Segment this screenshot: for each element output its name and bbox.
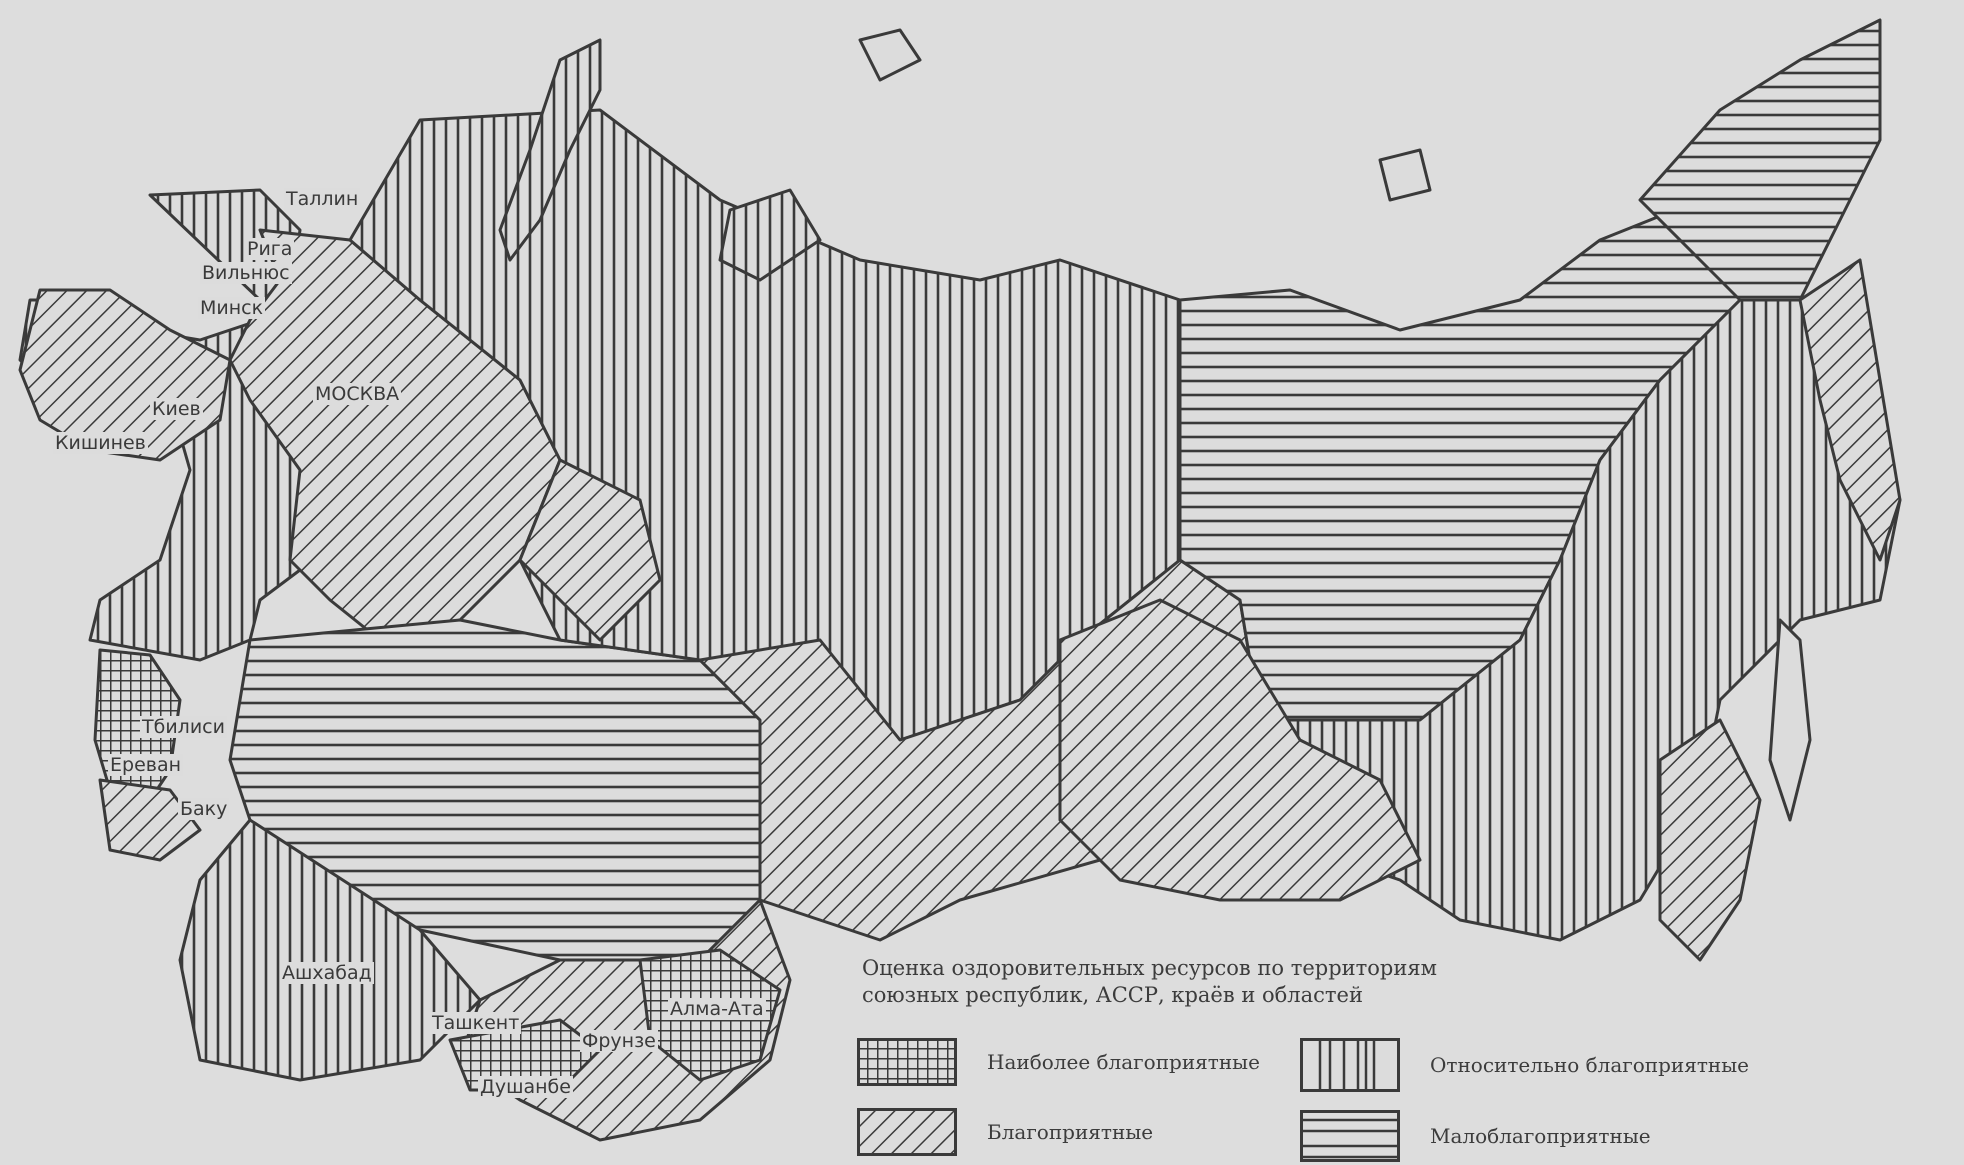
legend-label: Наиболее благоприятные [987,1050,1260,1074]
city-label-dushanbe: Душанбе [478,1076,573,1098]
city-label-almaata: Алма-Ата [668,998,766,1020]
city-label-kiev: Киев [150,398,203,420]
city-label-tashkent: Ташкент [430,1012,522,1034]
city-label-moscow: МОСКВА [313,383,402,405]
region-transcaucasus-diag [98,778,202,862]
city-label-kishinev: Кишинев [53,432,148,454]
region-franz-josef [858,28,922,82]
legend-label: Относительно благоприятные [1430,1053,1750,1077]
legend-item-favorable: Благоприятные [857,1108,1153,1156]
diagonal-hatch-swatch-icon [857,1108,957,1156]
region-primorye-diag [1658,718,1762,962]
legend-item-less-favorable: Малоблагоприятные [1300,1110,1651,1162]
region-baikal-diag [1058,598,1422,902]
region-arctic-islands [1378,148,1432,202]
legend-label: Благоприятные [987,1120,1154,1144]
region-chukotka-horizontal [1638,18,1882,302]
city-label-yerevan: Ереван [108,754,184,776]
region-ural-diag-patch [518,458,662,642]
city-label-ashgabat: Ашхабад [280,962,374,984]
city-label-baku: Баку [178,798,230,820]
city-label-frunze: Фрунзе [580,1030,658,1052]
region-kamchatka-diag [1798,258,1902,562]
region-sakhalin [1768,618,1812,822]
city-label-vilnius: Вильнюс [200,262,292,284]
city-label-tbilisi: Тбилиси [140,716,227,738]
vertical-lines-swatch-icon [1300,1038,1400,1092]
legend-item-relatively-favorable: Относительно благоприятные [1300,1038,1749,1092]
crosshatch-swatch-icon [857,1038,957,1086]
city-label-riga: Рига [245,238,295,260]
city-label-minsk: Минск [198,297,266,319]
legend-label: Малоблагоприятные [1430,1124,1651,1148]
legend-item-most-favorable: Наиболее благоприятные [857,1038,1260,1086]
legend-title: Оценка оздоровительных ресурсов по терри… [862,955,1462,1009]
legend-title-line2: союзных республик, АССР, краёв и областе… [862,983,1363,1007]
legend-title-line1: Оценка оздоровительных ресурсов по терри… [862,956,1437,980]
region-tashkent-grid [448,1018,602,1092]
horizontal-lines-swatch-icon [1300,1110,1400,1162]
region-centralasia-vertical [178,818,482,1082]
region-novaya-zemlya [498,38,602,262]
city-label-tallin: Таллин [284,188,361,210]
region-taymyr-islands [718,188,822,282]
